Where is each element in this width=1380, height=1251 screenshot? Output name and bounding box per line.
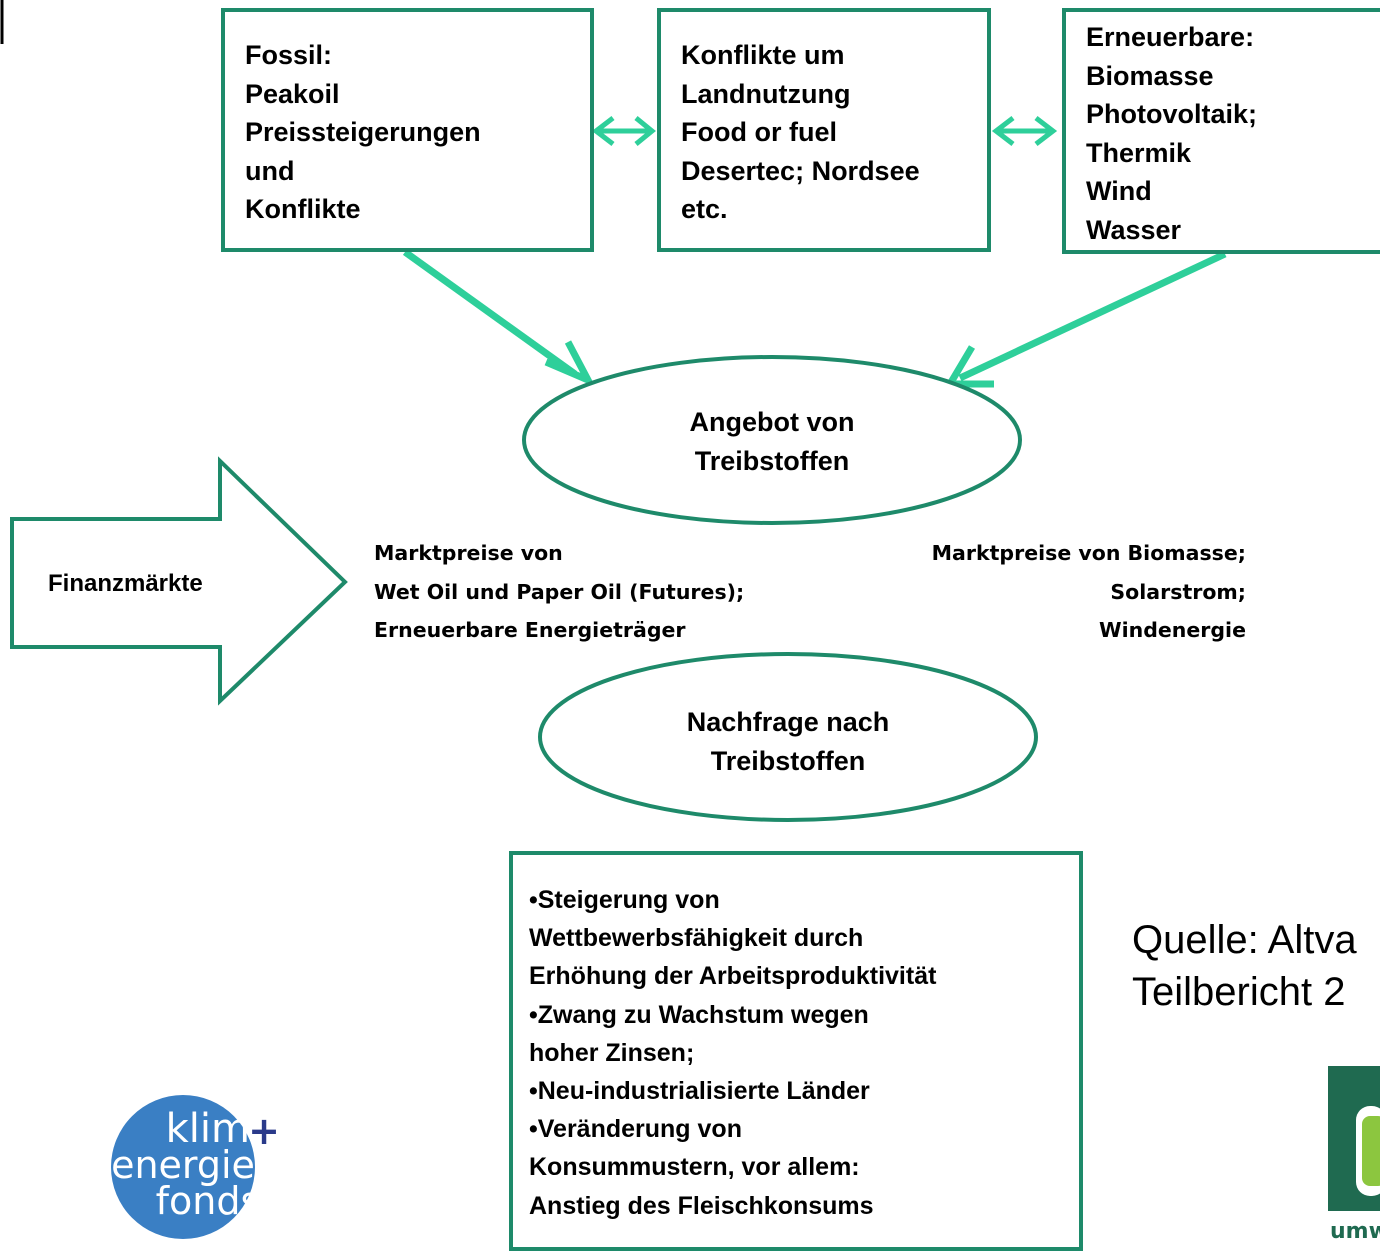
market-left-line-2: Wet Oil und Paper Oil (Futures);: [374, 579, 745, 604]
nachfrage-drivers-box: •Steigerung von Wettbewerbsfähigkeit dur…: [509, 851, 1083, 1251]
market-prices-left: Marktpreise von Wet Oil und Paper Oil (F…: [374, 534, 744, 650]
nachfrage-ellipse: [538, 652, 1038, 822]
fossil-line-2: Peakoil: [245, 78, 340, 109]
erneuerbare-line-6: Wasser: [1086, 214, 1182, 245]
erneuerbare-line-5: Wind: [1086, 176, 1152, 206]
erneuerbare-line-3: Photovoltaik;: [1086, 99, 1258, 129]
driver-line-5: hoher Zinsen;: [529, 1038, 695, 1067]
nachfrage-label: Nachfrage nach Treibstoffen: [638, 703, 938, 781]
fossil-box: Fossil: Peakoil Preissteigerungen und Ko…: [221, 8, 594, 252]
fossil-line-1: Fossil:: [245, 40, 333, 70]
konflikte-line-2: Landnutzung: [681, 78, 851, 109]
finanz-label: Finanzmärkte: [48, 570, 203, 597]
driver-line-8: Konsummustern, vor allem:: [529, 1153, 860, 1182]
konflikte-line-5: etc.: [681, 194, 728, 224]
market-right-line-3: Windenergie: [1098, 618, 1246, 642]
finanz-block-arrow: [10, 456, 348, 706]
konflikte-line-4: Desertec; Nordsee: [681, 155, 920, 186]
erneuerbare-box: Erneuerbare: Biomasse Photovoltaik; Ther…: [1062, 8, 1380, 254]
svg-text:energie: energie: [111, 1143, 255, 1187]
market-right-line-2: Solarstrom;: [1110, 579, 1246, 604]
umweltbundesamt-logo: umw: [1328, 1066, 1380, 1243]
market-right-line-1: Marktpreise von Biomasse;: [931, 541, 1246, 565]
driver-line-3: Erhöhung der Arbeitsproduktivität: [529, 962, 937, 991]
erneuerbare-line-1: Erneuerbare:: [1086, 22, 1255, 52]
angebot-ellipse: [522, 355, 1022, 525]
svg-text:+: +: [248, 1109, 280, 1153]
market-left-line-3: Erneuerbare Energieträger: [374, 618, 686, 642]
konflikte-line-1: Konflikte um: [681, 40, 845, 70]
source-line-2: Teilbericht 2: [1132, 970, 1346, 1014]
angebot-label: Angebot von Treibstoffen: [622, 403, 922, 481]
erneuerbare-line-4: Thermik: [1086, 137, 1192, 168]
erneuerbare-line-2: Biomasse: [1086, 60, 1214, 91]
double-arrow-left: [591, 116, 656, 146]
driver-line-9: Anstieg des Fleischkonsums: [529, 1191, 874, 1220]
driver-line-1: •Steigerung von: [529, 886, 720, 914]
fossil-to-angebot-arrow: [402, 249, 578, 377]
konflikte-line-3: Food or fuel: [681, 117, 837, 147]
fossil-line-3: Preissteigerungen: [245, 117, 481, 147]
source-note: Quelle: Altva Teilbericht 2: [1132, 914, 1357, 1018]
fossil-line-4: und: [245, 155, 295, 186]
konflikte-box: Konflikte um Landnutzung Food or fuel De…: [657, 8, 991, 252]
driver-line-4: •Zwang zu Wachstum wegen: [529, 1000, 869, 1029]
erneuerbare-to-angebot-arrow: [958, 250, 1227, 382]
market-prices-right: Marktpreise von Biomasse; Solarstrom; Wi…: [846, 534, 1246, 650]
svg-text:fonds: fonds: [156, 1179, 261, 1223]
driver-line-7: •Veränderung von: [529, 1115, 742, 1144]
klima-energie-fonds-logo: klima energie fonds +: [108, 1092, 288, 1242]
driver-line-6: •Neu-industrialisierte Länder: [529, 1077, 870, 1106]
angebot-line-2: Treibstoffen: [694, 446, 850, 476]
driver-line-2: Wettbewerbsfähigkeit durch: [529, 924, 864, 953]
source-line-1: Quelle: Altva: [1132, 918, 1357, 962]
market-left-line-1: Marktpreise von: [374, 541, 563, 565]
fossil-line-5: Konflikte: [245, 194, 361, 224]
angebot-line-1: Angebot von: [689, 407, 855, 437]
fossil-arrowhead: [544, 340, 596, 388]
double-arrow-right: [991, 116, 1058, 146]
svg-text:umw: umw: [1330, 1219, 1380, 1243]
svg-text:klima: klima: [166, 1106, 275, 1152]
nachfrage-line-1: Nachfrage nach: [686, 707, 890, 737]
nachfrage-line-2: Treibstoffen: [710, 746, 866, 776]
